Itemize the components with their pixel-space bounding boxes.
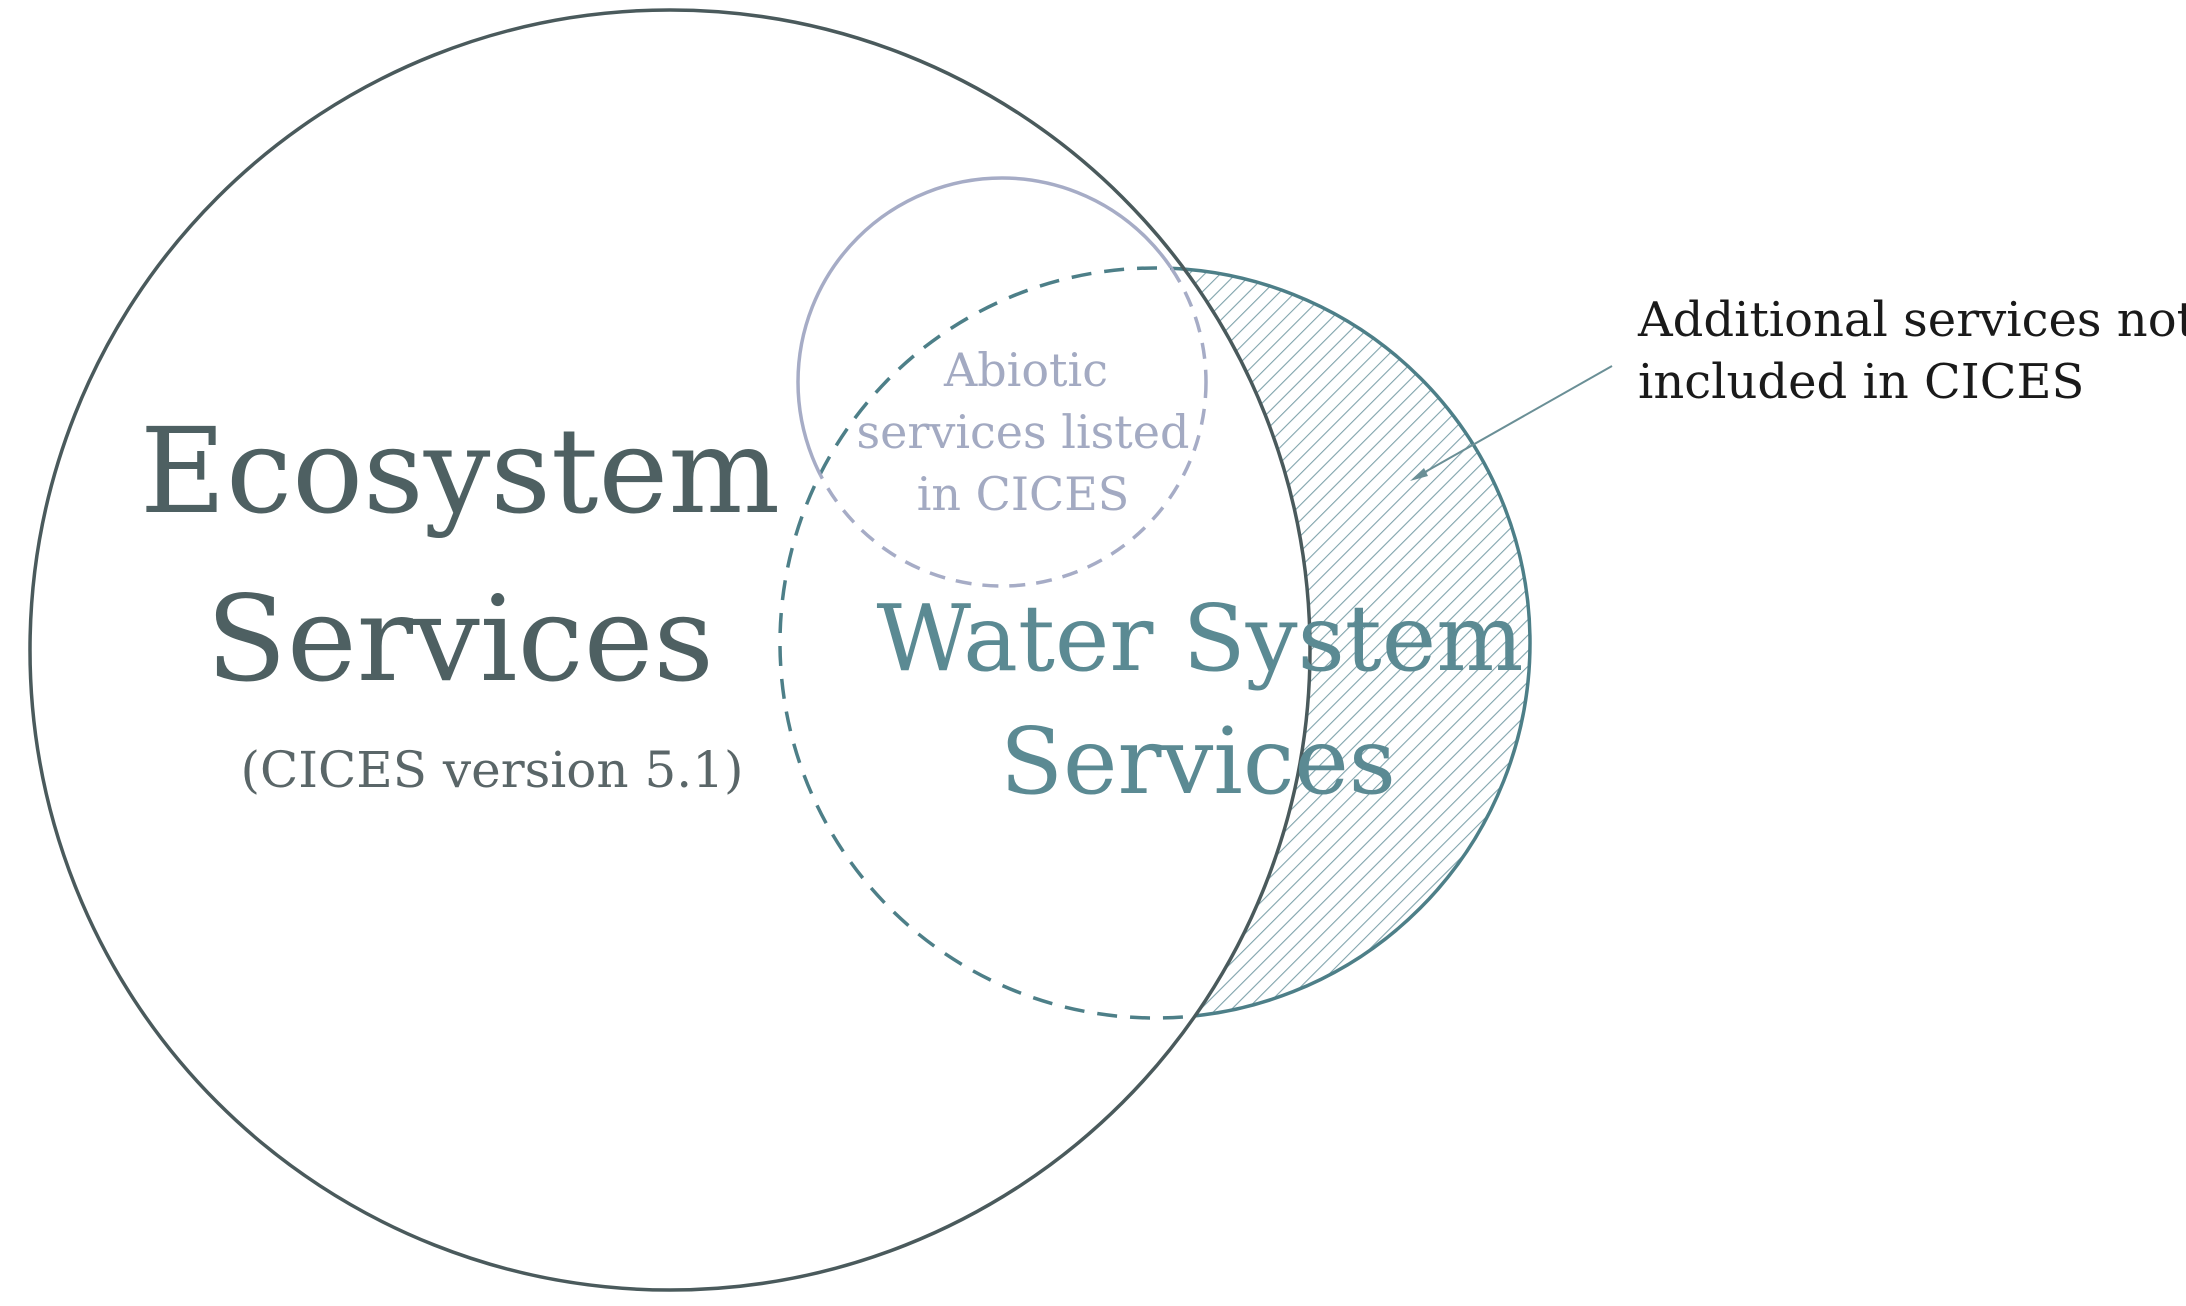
annotation-line1: Additional services not: [1637, 292, 2186, 348]
water-system-label-line1: Water System: [877, 585, 1524, 692]
ecosystem-services-circle: [28, 8, 1312, 1292]
ecosystem-subtitle: (CICES version 5.1): [240, 741, 743, 799]
abiotic-label-line2: services listed: [857, 405, 1190, 459]
water-system-label-line2: Services: [1000, 708, 1396, 815]
ecosystem-title-line2: Services: [206, 570, 714, 708]
hatched-region-additional-services: [780, 268, 1530, 1018]
annotation-line2: included in CICES: [1638, 354, 2084, 410]
annotation-arrow: [1410, 365, 1613, 481]
abiotic-label-line1: Abiotic: [943, 343, 1108, 397]
abiotic-label-line3: in CICES: [917, 467, 1130, 521]
abiotic-services-circle-dashed-arc: [796, 268, 1208, 588]
ecosystem-title-line1: Ecosystem: [140, 402, 780, 540]
water-system-circle-dashed-arc: [778, 266, 1310, 1020]
